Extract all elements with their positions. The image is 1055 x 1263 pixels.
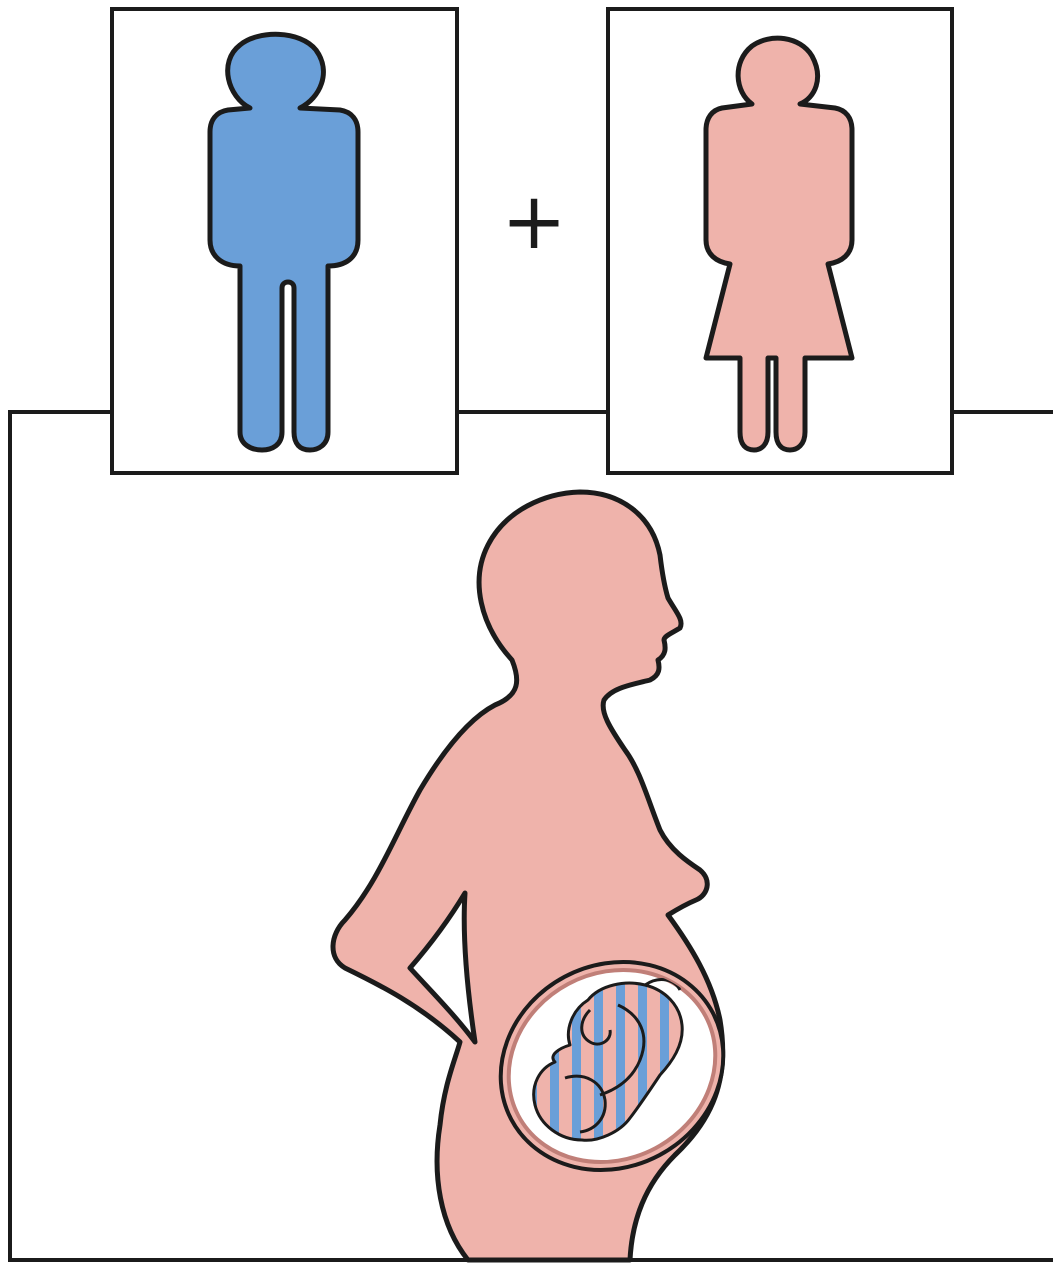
mother-panel (608, 9, 952, 473)
father-panel (112, 9, 457, 473)
plus-sign: + (501, 177, 566, 267)
pregnant-woman-icon (333, 492, 760, 1260)
